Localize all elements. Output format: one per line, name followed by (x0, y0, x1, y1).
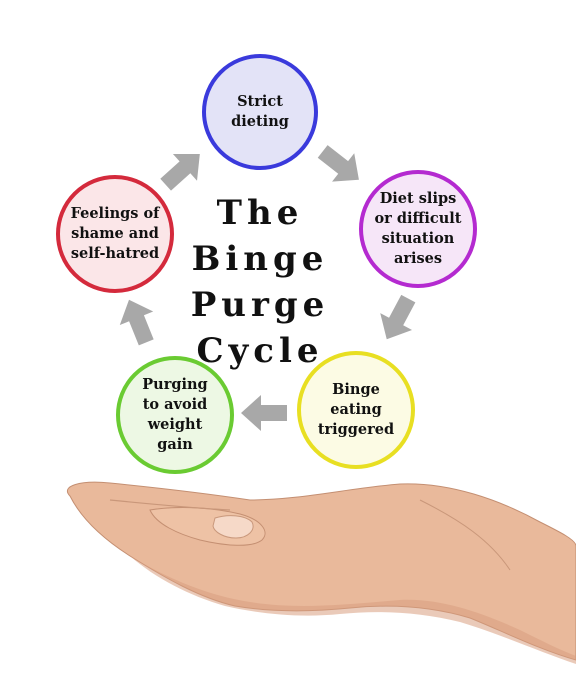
cycle-node-strict-dieting: Strict dieting (202, 54, 318, 170)
title-line-2: Binge (191, 239, 329, 279)
wrist-line (419, 499, 511, 571)
cycle-node-purging: Purging to avoid weight gain (116, 356, 234, 474)
cycle-node-binge-eating: Binge eating triggered (297, 351, 415, 469)
node-label: Feelings of shame and self-hatred (70, 205, 160, 262)
arrow-icon (241, 395, 287, 431)
cycle-node-shame: Feelings of shame and self-hatred (56, 175, 174, 293)
title-line-3: Purge (190, 285, 330, 325)
node-label: Purging to avoid weight gain (142, 376, 208, 453)
node-label: Strict dieting (231, 93, 289, 130)
node-label: Diet slips or difficult situation arises (374, 190, 462, 267)
arrow-icon (317, 145, 359, 182)
cycle-node-diet-slips: Diet slips or difficult situation arises (359, 170, 477, 288)
hand-shadow (130, 556, 576, 664)
title-line-1: The (216, 193, 304, 233)
cycle-arrows (119, 145, 416, 431)
open-hand-illustration (67, 481, 576, 664)
diagram-title: The Binge Purge Cycle (185, 190, 335, 374)
thumbnail (212, 515, 254, 539)
arrow-icon (380, 294, 416, 340)
arrow-icon (119, 299, 154, 346)
finger-crease (109, 499, 231, 511)
title-line-4: Cycle (196, 331, 324, 371)
arrow-icon (160, 153, 200, 191)
node-label: Binge eating triggered (317, 381, 395, 438)
